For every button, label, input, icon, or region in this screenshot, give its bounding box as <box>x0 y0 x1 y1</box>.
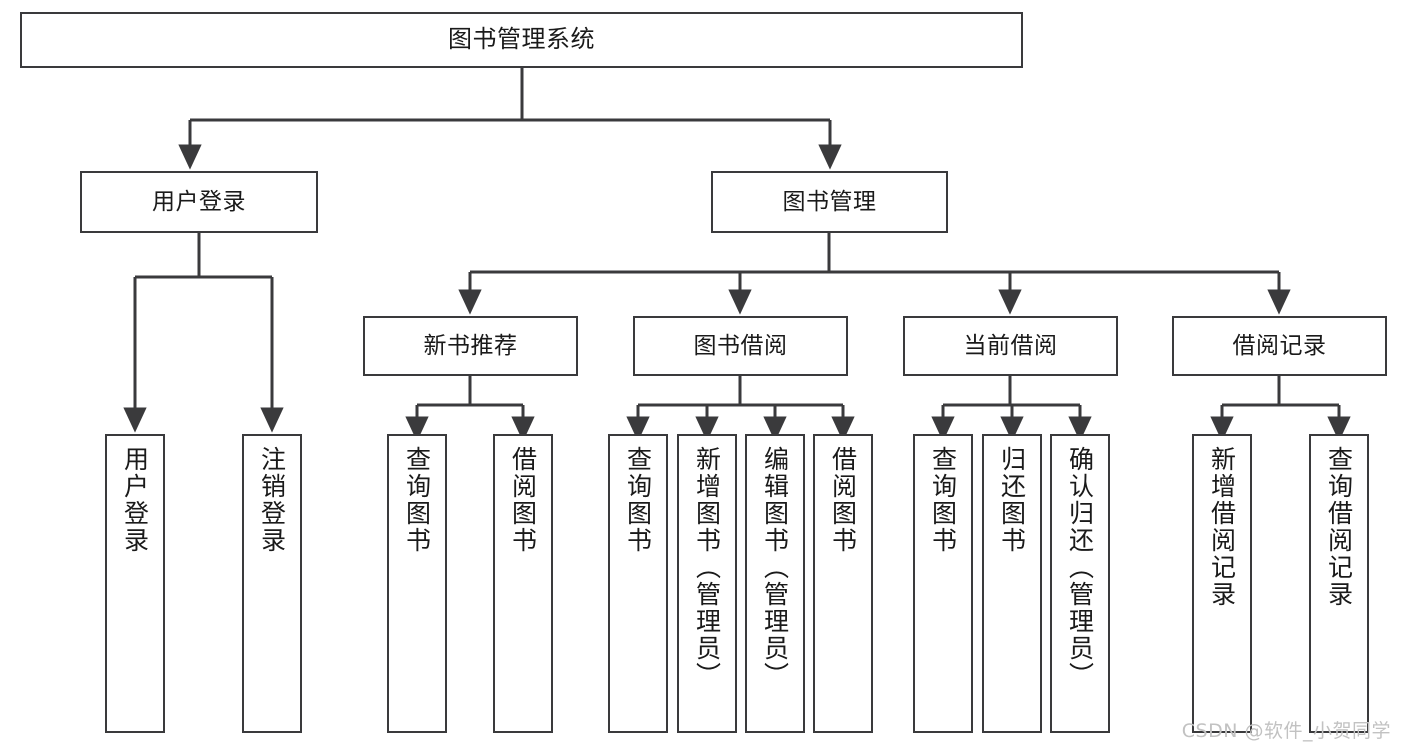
node-label: 查询图书 <box>402 446 432 554</box>
node-label: 编辑图书（管理员） <box>760 446 790 689</box>
node-label: 当前借阅 <box>963 332 1058 359</box>
node-label: 新书推荐 <box>423 332 518 359</box>
leaf-edit-book-admin[interactable]: 编辑图书（管理员） <box>745 434 805 733</box>
node-book-borrow[interactable]: 图书借阅 <box>633 316 848 376</box>
leaf-borrow-book-new[interactable]: 借阅图书 <box>493 434 553 733</box>
node-current-borrow[interactable]: 当前借阅 <box>903 316 1118 376</box>
node-label: 用户登录 <box>120 446 150 554</box>
node-label: 查询借阅记录 <box>1324 446 1354 608</box>
watermark-text: CSDN @软件_小贺同学 <box>1181 720 1391 742</box>
leaf-user-login[interactable]: 用户登录 <box>105 434 165 733</box>
node-label: 查询图书 <box>928 446 958 554</box>
leaf-query-book-current[interactable]: 查询图书 <box>913 434 973 733</box>
node-label: 归还图书 <box>997 446 1027 554</box>
node-label: 借阅图书 <box>508 446 538 554</box>
leaf-query-book-new[interactable]: 查询图书 <box>387 434 447 733</box>
leaf-add-book-admin[interactable]: 新增图书（管理员） <box>677 434 737 733</box>
leaf-return-book[interactable]: 归还图书 <box>982 434 1042 733</box>
node-root-system[interactable]: 图书管理系统 <box>20 12 1023 68</box>
leaf-add-borrow-record[interactable]: 新增借阅记录 <box>1192 434 1252 733</box>
node-borrow-record[interactable]: 借阅记录 <box>1172 316 1387 376</box>
node-label: 查询图书 <box>623 446 653 554</box>
node-label: 借阅记录 <box>1232 332 1327 359</box>
node-label: 注销登录 <box>257 446 287 554</box>
node-new-book-recommend[interactable]: 新书推荐 <box>363 316 578 376</box>
node-label: 图书管理 <box>782 188 877 215</box>
node-label: 借阅图书 <box>828 446 858 554</box>
node-label: 新增图书（管理员） <box>692 446 722 689</box>
leaf-borrow-book[interactable]: 借阅图书 <box>813 434 873 733</box>
node-user-login[interactable]: 用户登录 <box>80 171 318 233</box>
leaf-confirm-return-admin[interactable]: 确认归还（管理员） <box>1050 434 1110 733</box>
node-label: 确认归还（管理员） <box>1065 446 1095 689</box>
node-label: 用户登录 <box>152 188 246 215</box>
leaf-query-book[interactable]: 查询图书 <box>608 434 668 733</box>
node-label: 新增借阅记录 <box>1207 446 1237 608</box>
leaf-query-borrow-record[interactable]: 查询借阅记录 <box>1309 434 1369 733</box>
node-book-management[interactable]: 图书管理 <box>711 171 948 233</box>
leaf-logout[interactable]: 注销登录 <box>242 434 302 733</box>
node-label: 图书管理系统 <box>448 25 595 54</box>
node-label: 图书借阅 <box>693 332 788 359</box>
